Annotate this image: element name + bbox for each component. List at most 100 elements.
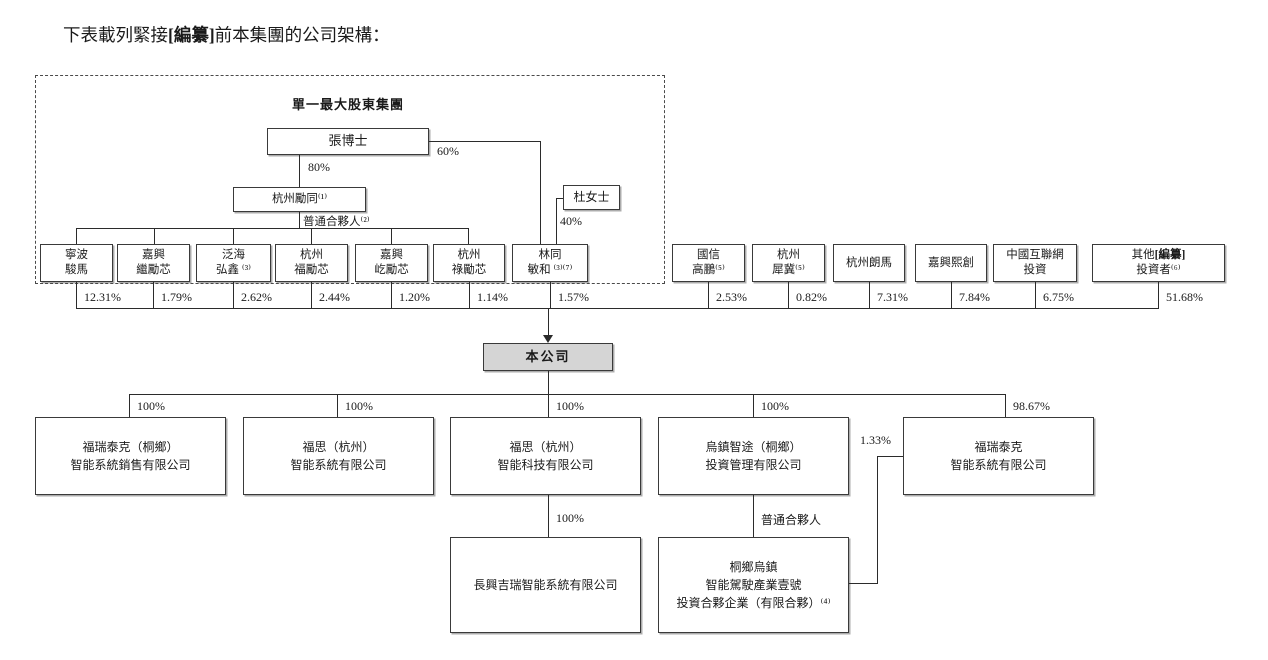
connector-line: [468, 228, 469, 244]
arrowhead-down-icon: [543, 335, 553, 343]
general-partner-note: 普通合夥人⁽²⁾: [303, 216, 370, 228]
connector-line: [233, 228, 234, 244]
connector-line: [129, 394, 130, 417]
entity-name: 祿勵芯: [451, 264, 487, 276]
entity-name: 屹勵芯: [374, 264, 409, 276]
entity-name: 其他: [1131, 249, 1155, 262]
connector-line: [391, 228, 392, 244]
entity-name: 杜女士: [573, 189, 610, 204]
redaction-tag: [編纂]: [1154, 249, 1186, 262]
entity-box-du-nvshi: 杜女士: [563, 185, 620, 210]
entity-box-jiaxing-xichuang: 嘉興熙創: [915, 244, 987, 282]
general-partner-note: 普通合夥人: [761, 513, 822, 527]
connector-line: [877, 456, 878, 584]
connector-line: [548, 371, 549, 394]
connector-line: [299, 155, 300, 187]
subsidiary-box-fusi-hangzhou-systems: 福思（杭州） 智能系統有限公司: [243, 417, 434, 495]
entity-name: 嘉興: [142, 249, 165, 262]
connector-line: [548, 495, 549, 537]
entity-box-hangzhou-lulixin: 杭州祿勵芯: [433, 244, 505, 282]
connector-line: [311, 228, 312, 244]
connector-line: [548, 308, 549, 337]
company-name: 本公司: [525, 348, 571, 364]
connector-line: [849, 583, 877, 584]
ownership-percentage-label: 2.44%: [319, 290, 350, 304]
connector-line: [299, 212, 300, 228]
entity-box-fanhai-hongxin: 泛海弘鑫 ⁽³⁾: [196, 244, 271, 282]
title-text: 前本集團的公司架構：: [214, 25, 390, 45]
entity-name: 烏鎮智途（桐鄉）: [705, 440, 802, 454]
entity-box-hangzhou-langma: 杭州朗馬: [833, 244, 905, 282]
entity-name: 智能系統有限公司: [290, 458, 387, 472]
entity-box-other-investors: 其他[編纂]投資者⁽⁶⁾: [1092, 244, 1225, 282]
entity-name: 國信: [697, 249, 720, 262]
entity-name: 福瑞泰克: [974, 440, 1023, 454]
entity-name: 福思（杭州）: [509, 440, 582, 454]
entity-name: 桐鄉烏鎮: [729, 560, 778, 574]
ownership-percentage-label: 1.33%: [860, 433, 891, 447]
entity-name: 弘鑫 ⁽³⁾: [216, 264, 251, 276]
entity-box-tongxiang-wuzhen-partnership: 桐鄉烏鎮智能駕駛產業壹號投資合夥企業（有限合夥）⁽⁴⁾: [658, 537, 849, 633]
entity-name: 繼勵芯: [136, 264, 171, 276]
entity-name: 智能系統有限公司: [950, 458, 1047, 472]
ownership-percentage-label: 80%: [308, 160, 330, 174]
entity-name: 福思（杭州）: [302, 440, 375, 454]
connector-line: [951, 282, 952, 308]
entity-box-zhang-boshi: 張博士: [267, 128, 429, 155]
ownership-percentage-label: 7.31%: [877, 290, 908, 304]
connector-line: [154, 228, 155, 244]
entity-name: 嘉興: [380, 249, 403, 262]
page-title: 下表載列緊接[編纂]前本集團的公司架構：: [63, 22, 390, 47]
subsidiary-box-wuzhen-zhitu: 烏鎮智途（桐鄉） 投資管理有限公司: [658, 417, 849, 495]
ownership-percentage-label: 7.84%: [959, 290, 990, 304]
ownership-percentage-label: 100%: [556, 511, 584, 525]
entity-box-hangzhou-litong: 杭州勵同⁽¹⁾: [233, 187, 366, 212]
ownership-percentage-label: 60%: [437, 144, 459, 158]
ownership-percentage-label: 6.75%: [1043, 290, 1074, 304]
connector-line: [1005, 394, 1006, 417]
entity-box-ningbo-junma: 寧波駿馬: [40, 244, 113, 282]
ownership-percentage-label: 1.79%: [161, 290, 192, 304]
connector-line: [76, 228, 469, 229]
connector-line: [129, 394, 1006, 395]
ownership-percentage-label: 2.62%: [241, 290, 272, 304]
entity-name: 中國互聯網: [1006, 249, 1064, 262]
connector-line: [708, 282, 709, 308]
entity-name: 林同: [538, 249, 562, 262]
connector-line: [556, 198, 563, 199]
entity-box-lintong-minhe: 林同敏和 ⁽³⁾⁽⁷⁾: [512, 244, 588, 282]
entity-name: 張博士: [328, 133, 368, 149]
ownership-percentage-label: 40%: [560, 214, 582, 228]
entity-name: 投資管理有限公司: [705, 458, 802, 472]
entity-name: 寧波: [65, 249, 88, 262]
ownership-percentage-label: 1.20%: [399, 290, 430, 304]
connector-line: [153, 282, 154, 308]
ownership-percentage-label: 12.31%: [84, 290, 121, 304]
entity-box-hangzhou-xiji: 杭州犀冀⁽⁵⁾: [752, 244, 825, 282]
entity-name: 駿馬: [65, 264, 88, 276]
connector-line: [877, 456, 903, 457]
subsidiary-box-fusi-hangzhou-tech: 福思（杭州）智能科技有限公司: [450, 417, 641, 495]
entity-name: 嘉興熙創: [928, 256, 974, 269]
entity-name: 投資: [1023, 264, 1047, 276]
entity-box-hangzhou-fulixin: 杭州福勵芯: [275, 244, 348, 282]
ownership-percentage-label: 1.14%: [477, 290, 508, 304]
entity-name: 高鵬⁽⁵⁾: [692, 264, 725, 276]
connector-line: [311, 282, 312, 308]
entity-name: 敏和 ⁽³⁾⁽⁷⁾: [527, 264, 573, 276]
company-box: 本公司: [483, 343, 613, 371]
connector-line: [1035, 282, 1036, 308]
entity-box-china-internet-investment: 中國互聯網投資: [993, 244, 1077, 282]
subsidiary-box-freetech-intelligent-systems: 福瑞泰克智能系統有限公司: [903, 417, 1094, 495]
connector-line: [550, 282, 551, 308]
connector-line: [753, 394, 754, 417]
entity-name: 杭州: [457, 249, 481, 262]
entity-name: 其他[編纂]: [1132, 248, 1186, 263]
ownership-percentage-label: 0.82%: [796, 290, 827, 304]
ownership-percentage-label: 100%: [556, 399, 584, 413]
entity-box-changxing-jirui: 長興吉瑞智能系統有限公司: [450, 537, 641, 633]
connector-line: [548, 394, 549, 417]
connector-line: [469, 282, 470, 308]
entity-name: 智能系統銷售有限公司: [70, 458, 191, 472]
connector-line: [869, 282, 870, 308]
